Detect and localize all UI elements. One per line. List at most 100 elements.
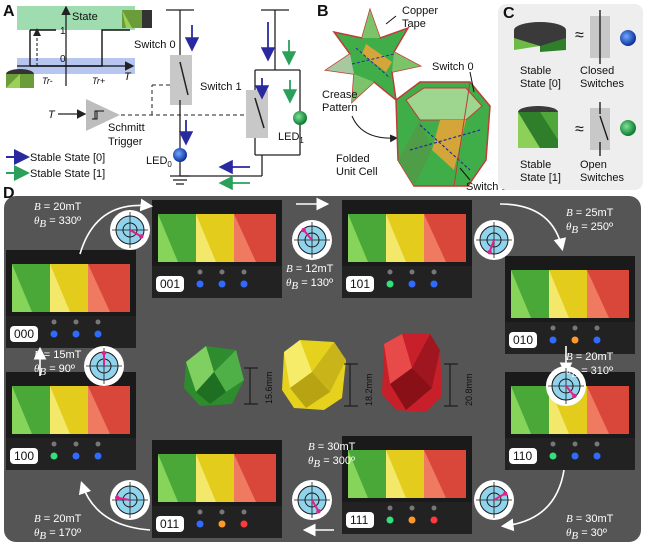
approx-1: ≈ (575, 121, 584, 138)
open-switch-box (590, 108, 610, 150)
state-photo-011: 011 (152, 440, 282, 538)
state-code-110: 110 (513, 449, 532, 463)
copper-tape-label-2: Tape (402, 18, 426, 30)
led1-label: LED1 (278, 131, 304, 145)
state-code-101: 101 (350, 277, 370, 291)
field-label-2: B = 25mT θB = 250º (566, 207, 614, 236)
led-blue-icon (94, 330, 102, 338)
led-red-icon (240, 520, 248, 528)
led-green-icon (386, 280, 394, 288)
tick-0: 0 (60, 54, 66, 65)
state-code-100: 100 (14, 449, 34, 463)
height-yellow: 18.2mm (364, 373, 374, 406)
state-code-011: 011 (160, 517, 179, 531)
svg-text:θB = 310º: θB = 310º (566, 365, 613, 380)
field-dial-4 (474, 480, 514, 520)
led0-icon (173, 148, 187, 162)
switch1-label: Switch 1 (200, 81, 242, 93)
stable-state1-cell (518, 106, 558, 148)
led-blue-icon (408, 280, 416, 288)
svg-text:B = 20mT: B = 20mT (34, 513, 82, 525)
approx-0: ≈ (575, 27, 584, 44)
state1-band (17, 6, 135, 30)
state-code-001: 001 (160, 277, 180, 291)
panel-a-label: A (3, 3, 15, 20)
svg-text:θB = 250º: θB = 250º (566, 221, 613, 236)
stable1-label-2: State [1] (520, 172, 561, 184)
yellow-unit-cell (282, 340, 346, 410)
green-unit-cell (184, 346, 244, 406)
state-photo-100: 100 (6, 372, 136, 470)
legend-state1: Stable State [1] (30, 168, 105, 180)
led-blue-icon (72, 330, 80, 338)
led-blue-icon (196, 280, 204, 288)
field-label-6: B = 20mT θB = 170º (34, 513, 82, 542)
field-label-7: B = 15mT θB = 90º (34, 349, 82, 378)
panel-c: C ≈ Stable State [0] Closed Switches ≈ S… (498, 4, 643, 190)
svg-text:θB = 170º: θB = 170º (34, 527, 81, 542)
red-unit-cell (382, 334, 442, 412)
open-label-1: Open (580, 159, 607, 171)
folded-label-2: Unit Cell (336, 166, 378, 178)
led-orange-icon (218, 520, 226, 528)
schmitt-trigger-symbol (86, 99, 120, 131)
open-label-2: Switches (580, 172, 625, 184)
switch1-label-b: Switch 1 (466, 181, 508, 193)
svg-text:θB = 30º: θB = 30º (566, 527, 607, 542)
copper-tape-label-1: Copper (402, 5, 438, 17)
state-photo-000: 000 (6, 250, 136, 348)
svg-text:B = 25mT: B = 25mT (566, 207, 614, 219)
led-blue-icon (593, 336, 601, 344)
folded-unit-cell (395, 81, 491, 187)
led-orange-icon (408, 516, 416, 524)
crease-pattern (323, 7, 423, 104)
schmitt-label-2: Trigger (108, 136, 143, 148)
closed-label-1: Closed (580, 65, 614, 77)
stable-state0-cell (514, 22, 566, 52)
led-green-icon (386, 516, 394, 524)
svg-text:B = 20mT: B = 20mT (566, 351, 614, 363)
led-blue-icon (218, 280, 226, 288)
unit-cell-icon-left (6, 69, 34, 88)
green-led-icon (620, 120, 636, 136)
field-dial-0 (110, 210, 150, 250)
svg-text:θB = 90º: θB = 90º (34, 363, 75, 378)
panel-a: A State 1 0 T Tr- Tr+ T Schmi (3, 3, 307, 191)
panel-b: B Copper Tape Crease Pattern Switch (317, 3, 508, 193)
open-switch-symbol (599, 115, 609, 141)
led-blue-icon (50, 330, 58, 338)
t-axis-label: T (124, 71, 132, 83)
state-photo-101: 101 (342, 200, 472, 298)
switch0-box (170, 55, 192, 105)
led-green-icon (549, 452, 557, 460)
svg-text:B = 30mT: B = 30mT (566, 513, 614, 525)
state-axis-label: State (72, 11, 98, 23)
panel-c-label: C (503, 5, 515, 22)
blue-led-icon (620, 30, 636, 46)
field-dial-2 (474, 220, 514, 260)
led-blue-icon (196, 520, 204, 528)
led-blue-icon (94, 452, 102, 460)
svg-text:B = 30mT: B = 30mT (308, 441, 356, 453)
led-orange-icon (571, 336, 579, 344)
led-green-icon (50, 452, 58, 460)
field-dial-6 (110, 480, 150, 520)
led0-label: LED0 (146, 155, 172, 169)
state-photo-110: 110 (505, 372, 635, 470)
led-blue-icon (571, 452, 579, 460)
panel-b-label: B (317, 3, 329, 20)
svg-text:B = 15mT: B = 15mT (34, 349, 82, 361)
stable0-label-1: Stable (520, 65, 551, 77)
panel-d-label: D (3, 185, 15, 202)
height-green: 15.6mm (264, 371, 274, 404)
state-code-000: 000 (14, 327, 34, 341)
led-blue-icon (549, 336, 557, 344)
tr-plus: Tr+ (92, 76, 105, 86)
field-label-4: B = 30mT θB = 30º (566, 513, 614, 542)
led-blue-icon (593, 452, 601, 460)
transition-arrows (33, 197, 573, 537)
led-blue-icon (430, 280, 438, 288)
led-red-icon (430, 516, 438, 524)
schmitt-label-1: Schmitt (108, 122, 145, 134)
